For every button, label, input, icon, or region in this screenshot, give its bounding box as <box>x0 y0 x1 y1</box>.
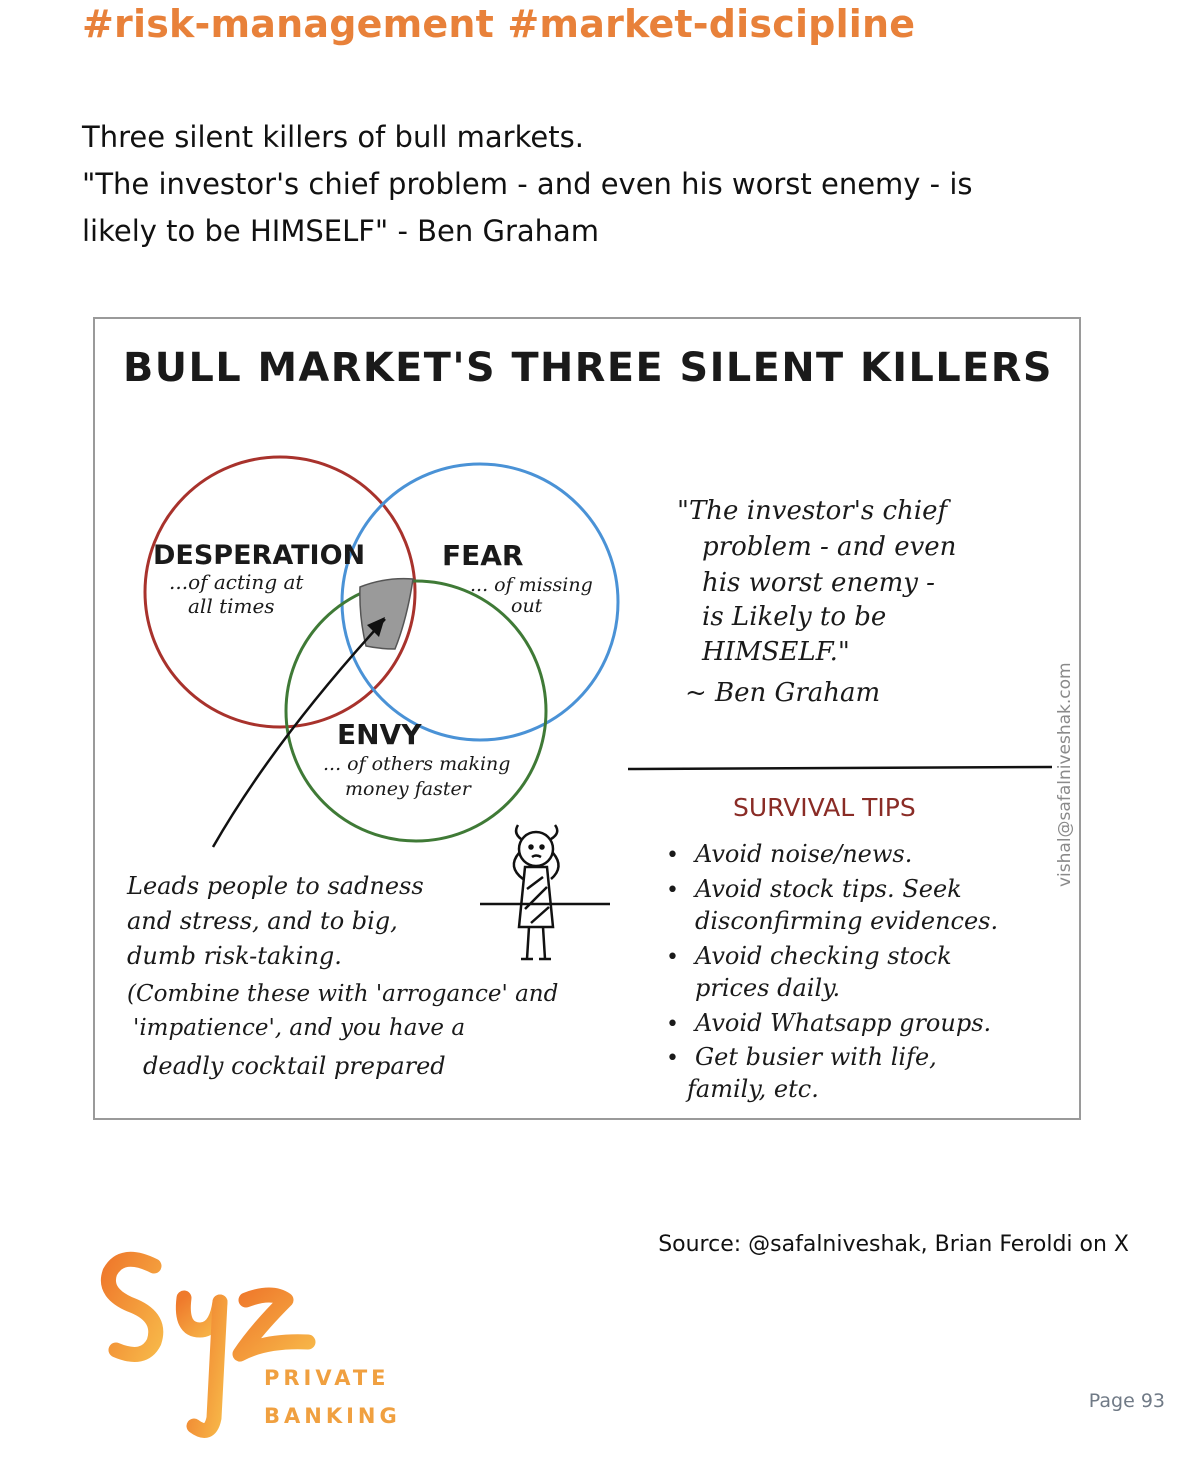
intro-line-1: Three silent killers of bull markets. <box>82 120 584 154</box>
tips-list: • Avoid noise/news. • Avoid stock tips. … <box>666 840 998 1103</box>
envy-label: ENVY <box>337 718 422 751</box>
tip-5-line-2: family, etc. <box>685 1075 819 1103</box>
tip-bullet: • <box>666 945 679 970</box>
graham-quote: "The investor's chief problem - and even… <box>677 496 956 708</box>
sketch-title: BULL MARKET'S THREE SILENT KILLERS <box>123 345 1053 391</box>
fear-circle <box>340 462 620 742</box>
envy-sub-1: ... of others making <box>323 753 510 775</box>
logo-word-banking: BANKING <box>264 1404 401 1428</box>
tip-2-line-1: Avoid stock tips. Seek <box>693 875 962 903</box>
tip-bullet: • <box>666 1012 679 1037</box>
intro-text: Three silent killers of bull markets. "T… <box>82 114 1122 255</box>
tip-bullet: • <box>666 878 679 903</box>
consequence-line-6: deadly cocktail prepared <box>143 1052 446 1080</box>
consequence-line-2: and stress, and to big, <box>127 907 398 935</box>
logo-word-private: PRIVATE <box>264 1366 390 1390</box>
watermark-text: vishal@safalniveshak.com <box>1055 662 1075 887</box>
consequence-line-5: 'impatience', and you have a <box>133 1015 465 1041</box>
envy-sub-2: money faster <box>345 778 473 800</box>
tip-bullet: • <box>666 1046 679 1071</box>
stressed-figure-icon <box>480 824 610 961</box>
page-number: Page 93 <box>1088 1390 1165 1412</box>
quote-line-1: "The investor's chief <box>677 496 951 526</box>
divider-line <box>627 765 1053 771</box>
hashtags-heading: #risk-management #market-discipline <box>82 2 916 46</box>
tip-4-line-1: Avoid Whatsapp groups. <box>693 1009 991 1037</box>
syz-logo-mark <box>101 1251 316 1438</box>
quote-line-5: HIMSELF." <box>701 637 850 667</box>
syz-logo: PRIVATE BANKING <box>96 1238 416 1448</box>
fear-label: FEAR <box>442 539 523 572</box>
quote-line-4: is Likely to be <box>702 602 886 632</box>
sketchnote-illustration: BULL MARKET'S THREE SILENT KILLERS DESPE… <box>93 317 1081 1120</box>
tip-bullet: • <box>666 843 679 868</box>
envy-circle <box>284 579 548 843</box>
desperation-sub-1: ...of acting at <box>169 570 304 594</box>
tips-heading: SURVIVAL TIPS <box>733 793 916 822</box>
consequence-text: Leads people to sadness and stress, and … <box>126 872 558 1080</box>
tip-3-line-2: prices daily. <box>695 974 840 1002</box>
fear-sub-2: out <box>511 595 543 617</box>
intro-line-2: "The investor's chief problem - and even… <box>82 167 973 201</box>
tip-2-line-2: disconfirming evidences. <box>695 907 998 935</box>
intro-line-3: likely to be HIMSELF" - Ben Graham <box>82 214 600 248</box>
consequence-line-1: Leads people to sadness <box>126 872 424 900</box>
source-caption: Source: @safalniveshak, Brian Feroldi on… <box>658 1232 1129 1257</box>
tip-3-line-1: Avoid checking stock <box>693 942 952 970</box>
arrow-line <box>211 618 386 848</box>
arrow-head <box>367 617 385 637</box>
consequence-line-3: dumb risk-taking. <box>127 942 342 970</box>
fear-sub-1: ... of missing <box>470 574 593 596</box>
quote-author: ~ Ben Graham <box>685 678 880 708</box>
sketchnote-canvas: BULL MARKET'S THREE SILENT KILLERS DESPE… <box>123 345 1075 1103</box>
consequence-line-4: (Combine these with 'arrogance' and <box>127 981 558 1007</box>
desperation-sub-2: all times <box>188 594 275 618</box>
tip-1-line-1: Avoid noise/news. <box>693 840 912 868</box>
quote-line-3: his worst enemy - <box>702 568 935 598</box>
desperation-label: DESPERATION <box>153 540 365 571</box>
desperation-circle <box>143 455 417 729</box>
quote-line-2: problem - and even <box>702 532 956 562</box>
tip-5-line-1: Get busier with life, <box>695 1043 937 1071</box>
